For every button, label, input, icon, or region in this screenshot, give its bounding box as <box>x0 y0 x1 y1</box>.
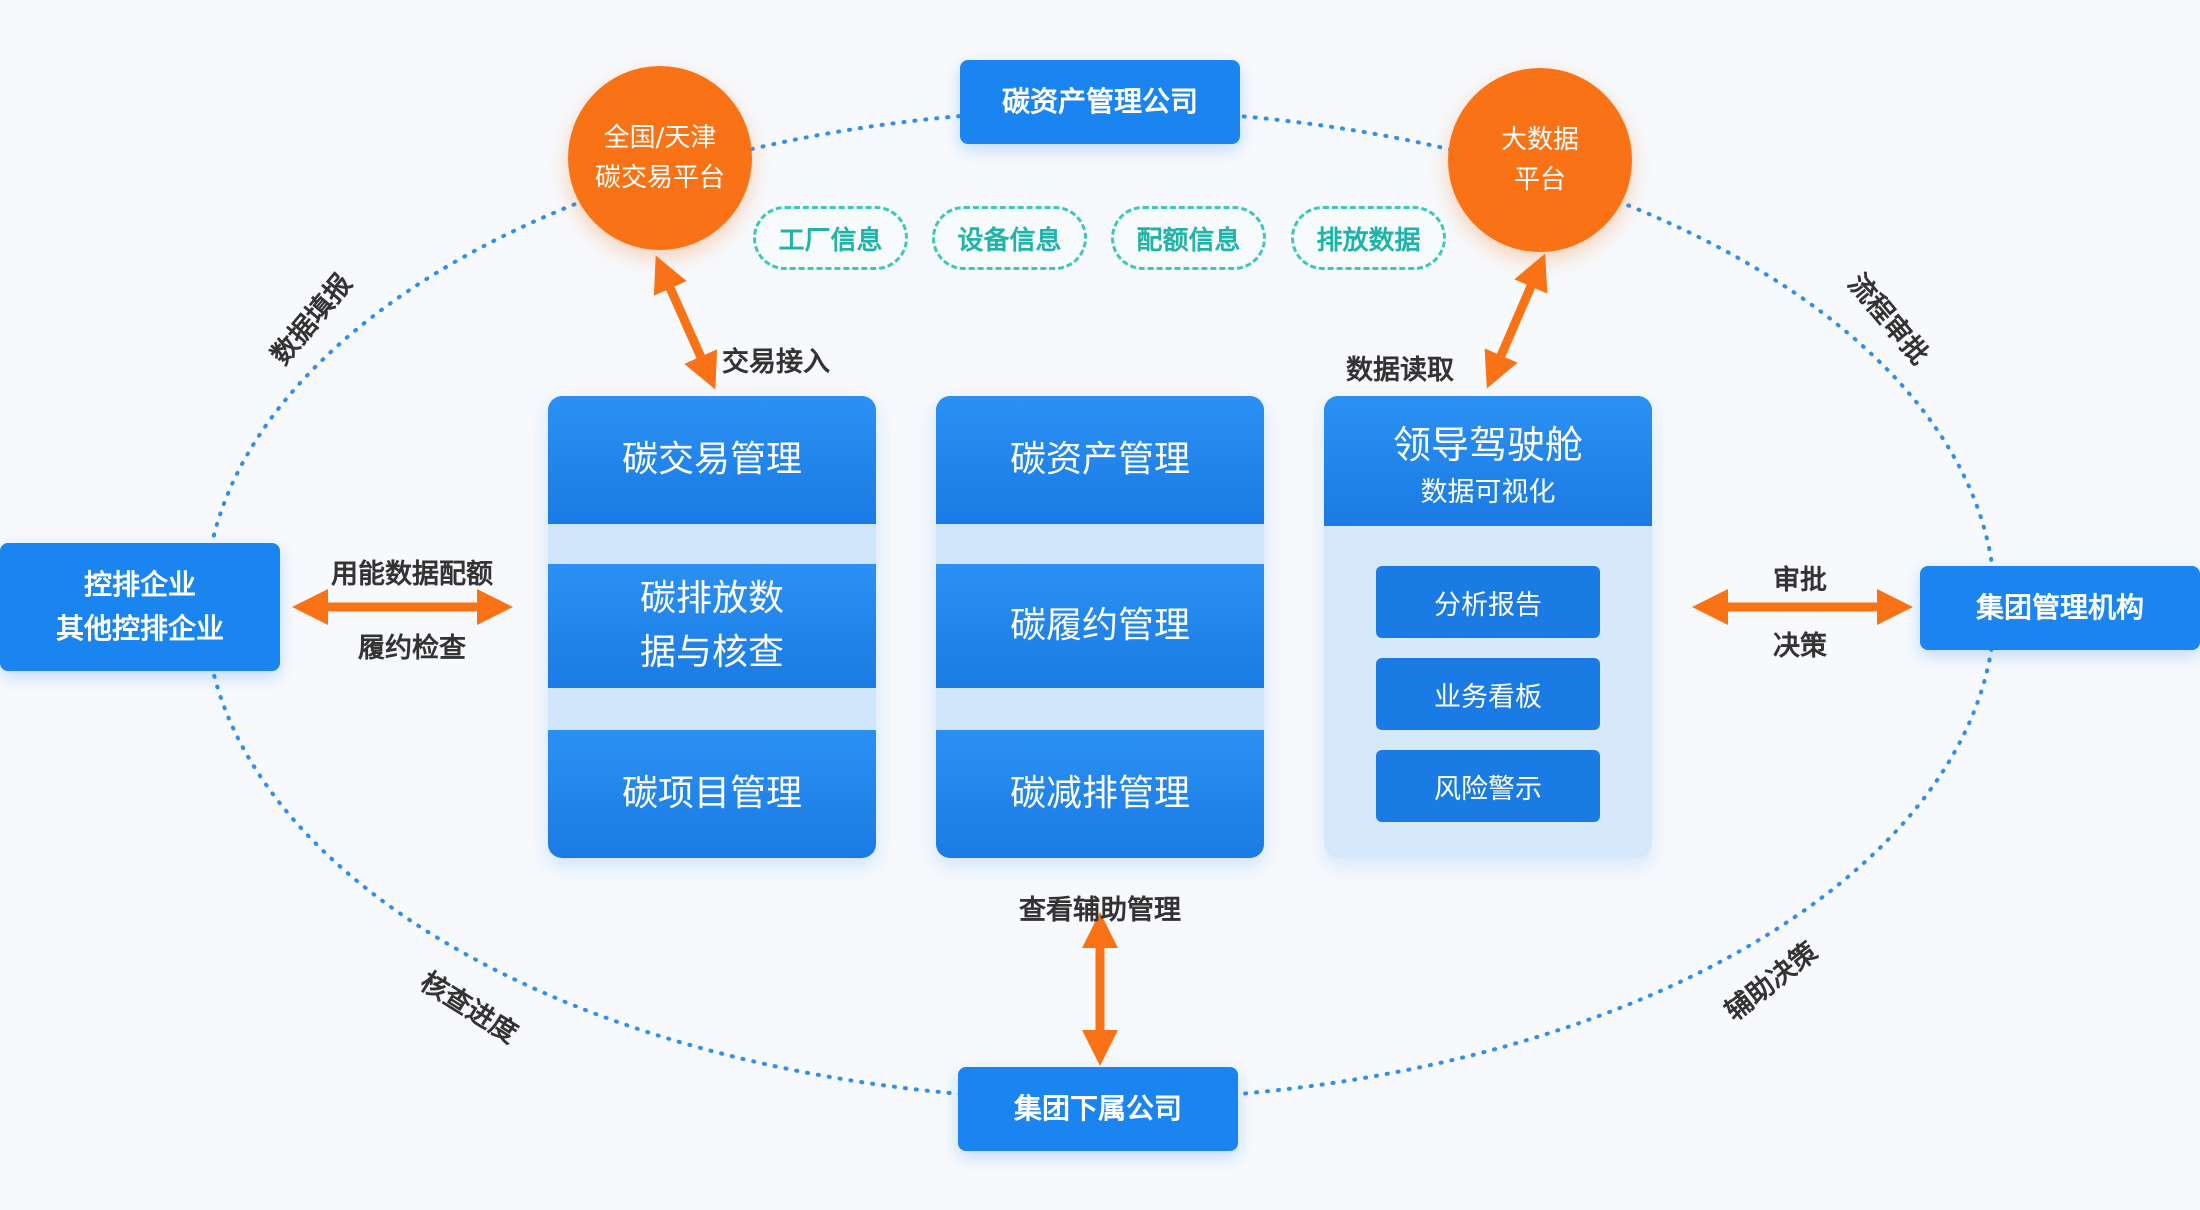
label-view-assist: 查看辅助管理 <box>1019 895 1181 926</box>
trading-platform-label: 全国/天津 碳交易平台 <box>594 123 725 193</box>
label-decision: 决策 <box>1773 631 1827 662</box>
module-column-1: 碳交易管理 碳排放数 据与核查 碳项目管理 <box>548 396 876 858</box>
node-carbon-asset-company: 碳资产管理公司 <box>960 60 1240 144</box>
label-trade-access: 交易接入 <box>722 347 830 378</box>
tag-equipment-info: 设备信息 <box>932 206 1087 270</box>
node-group-management: 集团管理机构 <box>1920 566 2200 650</box>
label-energy-quota: 用能数据配额 <box>331 559 493 590</box>
node-group-subsidiary: 集团下属公司 <box>958 1067 1238 1151</box>
node-top-label: 碳资产管理公司 <box>1001 85 1198 118</box>
arrow-trade-access <box>653 255 718 390</box>
node-left-label: 控排企业 其他控排企业 <box>55 568 224 645</box>
trading-platform-circle: 全国/天津 碳交易平台 <box>568 66 752 250</box>
arrow-data-read <box>1484 253 1548 389</box>
tag-factory-info: 工厂信息 <box>753 206 908 270</box>
business-dashboard-button[interactable]: 业务看板 <box>1376 658 1600 730</box>
tag-quota-info: 配额信息 <box>1111 206 1266 270</box>
module-carbon-reduction[interactable]: 碳减排管理 <box>936 730 1264 858</box>
module-carbon-asset[interactable]: 碳资产管理 <box>936 396 1264 524</box>
bigdata-platform-circle: 大数据 平台 <box>1448 68 1632 252</box>
risk-alert-button[interactable]: 风险警示 <box>1376 750 1600 822</box>
module-emission-data-verification[interactable]: 碳排放数 据与核查 <box>548 564 876 688</box>
module-carbon-trading[interactable]: 碳交易管理 <box>548 396 876 524</box>
label-data-read: 数据读取 <box>1346 355 1454 386</box>
tag-emission-data: 排放数据 <box>1291 206 1446 270</box>
label-compliance-check: 履约检查 <box>358 633 466 664</box>
node-bottom-label: 集团下属公司 <box>1013 1092 1182 1125</box>
module-column-2: 碳资产管理 碳履约管理 碳减排管理 <box>936 396 1264 858</box>
label-approval: 审批 <box>1773 565 1827 596</box>
cockpit-subtitle: 数据可视化 <box>1420 477 1556 508</box>
cockpit-title: 领导驾驶舱 <box>1392 423 1583 467</box>
module-carbon-project[interactable]: 碳项目管理 <box>548 730 876 858</box>
analysis-report-button[interactable]: 分析报告 <box>1376 566 1600 638</box>
cockpit-header: 领导驾驶舱 数据可视化 <box>1324 396 1652 526</box>
leader-cockpit-panel: 领导驾驶舱 数据可视化 分析报告 业务看板 风险警示 <box>1324 396 1652 858</box>
node-emission-enterprises: 控排企业 其他控排企业 <box>0 543 280 671</box>
node-right-label: 集团管理机构 <box>1975 591 2144 624</box>
module-carbon-compliance[interactable]: 碳履约管理 <box>936 564 1264 688</box>
bigdata-platform-label: 大数据 平台 <box>1500 125 1579 195</box>
